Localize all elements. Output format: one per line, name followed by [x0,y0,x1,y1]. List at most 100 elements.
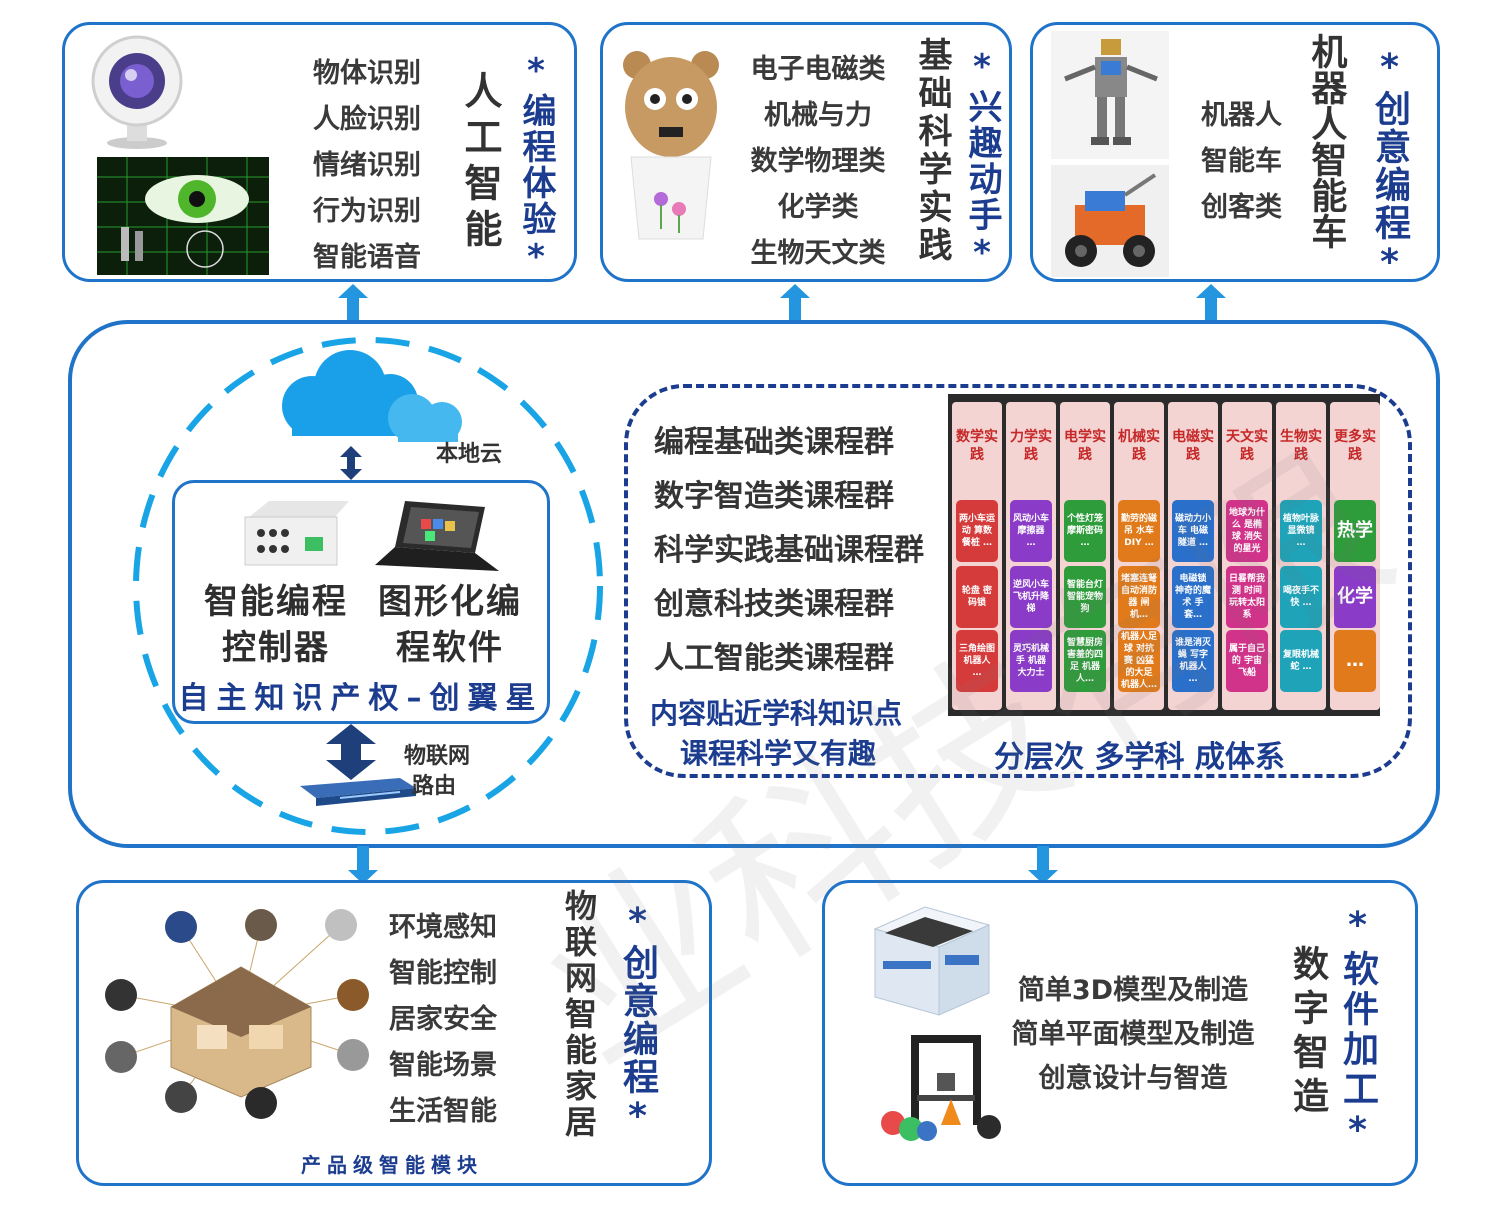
course-group-item: 科学实践基础课程群 [654,533,924,568]
course-cell: 属于自己的 宇宙飞船 [1226,630,1268,692]
down-arrow-fab [1028,846,1058,884]
course-cell: 喝夜手不快 … [1280,566,1322,628]
router-link-arrow [326,724,376,780]
humanoid-robot-image [1051,31,1169,159]
course-column: 力学实践风动小车 摩擦器 …逆风小车 飞机升降梯灵巧机械手 机器大力士 [1006,402,1056,710]
robot-item: 创客类 [1201,192,1282,223]
science-item: 生物天文类 [750,238,886,269]
ai-panel: 物体识别 人脸识别 情绪识别 行为识别 智能语音 人工智能 *编程体验* [62,22,577,282]
course-cell: 风动小车 摩擦器 … [1010,500,1052,562]
iot-item-list: 环境感知 智能控制 居家安全 智能场景 生活智能 [389,905,497,1135]
router-image [300,778,416,806]
course-cell: 热学 [1334,500,1376,562]
course-column: 数学实践两小车运动 算数餐桩 …轮盘 密码锁三角绘图 机器人 … [952,402,1002,710]
cloud-label: 本地云 [436,442,503,467]
3d-printer-image [877,1029,1007,1143]
brand-label: 自主知识产权–创翼星 [178,681,544,716]
cloud-link-arrow [340,446,362,480]
course-cell: … [1334,630,1376,692]
course-group-item: 编程基础类课程群 [654,425,894,460]
course-cell: 谁是消灭蝇 写字机器人 … [1172,630,1214,692]
eye-scan-image [97,157,269,275]
controller-device-image [239,497,351,569]
robot-item-list: 机器人 智能车 创客类 [1201,93,1282,231]
robot-title-part: 机器人智能车 [1305,33,1346,283]
science-item: 数学物理类 [750,146,886,177]
science-item: 机械与力 [764,100,872,131]
course-cell: 两小车运动 算数餐桩 … [956,500,998,562]
course-column: 生物实践植物叶脉 显微镜 …喝夜手不快 …复眼机械蛇 … [1276,402,1326,710]
science-item: 电子电磁类 [750,54,886,85]
software-label-text: 图形化编程软件 [378,582,522,668]
iot-panel: 环境感知 智能控制 居家安全 智能场景 生活智能 物联网智能家居 *创意编程* … [76,880,712,1186]
science-item: 化学类 [777,192,859,223]
down-arrow-iot [348,846,378,884]
science-title: 基础科学实践 [912,37,952,265]
up-arrow-ai [338,284,368,322]
course-group-list: 编程基础类课程群 数字智造类课程群 科学实践基础课程群 创意科技类课程群 人工智… [654,416,924,686]
course-column-title: 数学实践 [956,429,998,463]
robot-item: 机器人 [1201,100,1282,131]
slogan-line-1: 内容贴近学科知识点 [650,697,903,730]
course-cell: 电磁锁 神奇的魔术 手套… [1172,566,1214,628]
fab-item: 简单平面模型及制造 [1011,1019,1255,1050]
up-arrow-robot [1196,284,1226,322]
course-cell: 智能台灯 智能宠物狗 [1064,566,1106,628]
course-column-title: 天文实践 [1226,429,1268,463]
course-column: 天文实践地球为什么 是椭球 消失的星光日晷帮我测 时间 玩转太阳系属于自己的 宇… [1222,402,1272,710]
laser-cutter-image [865,899,993,1023]
iot-tag: *创意编程* [617,901,658,1139]
robot-panel: 机器人 智能车 创客类 机器人智能车 *创意编程* [1030,22,1440,285]
iot-item: 生活智能 [389,1096,497,1127]
iot-item: 环境感知 [389,912,497,943]
robot-tag: *创意编程* [1369,47,1410,285]
course-cell: 植物叶脉 显微镜 … [1280,500,1322,562]
controller-label-text: 智能编程控制器 [204,582,348,668]
course-column: 电磁实践磁动力小车 电磁隧道 …电磁锁 神奇的魔术 手套…谁是消灭蝇 写字机器人… [1168,402,1218,710]
fab-item: 简单3D模型及制造 [1017,975,1249,1006]
slogan-line-3: 分层次 多学科 成体系 [994,740,1285,775]
smart-home-diagram-image [91,897,381,1129]
course-column-title: 机械实践 [1118,429,1160,463]
fab-tag: *软件加工* [1337,905,1378,1155]
iot-item: 智能场景 [389,1050,497,1081]
fab-item: 创意设计与智造 [1038,1063,1228,1094]
course-column-title: 更多实践 [1334,429,1376,463]
course-cell: 灵巧机械手 机器大力士 [1010,630,1052,692]
course-column-title: 电学实践 [1064,429,1106,463]
iot-title: 物联网智能家居 [560,889,598,1141]
ai-item: 行为识别 [313,196,421,227]
software-label: 图形化编程软件 [375,579,525,671]
iot-item: 居家安全 [389,1004,497,1035]
course-group-item: 人工智能类课程群 [654,641,894,676]
course-cell: 日晷帮我测 时间 玩转太阳系 [1226,566,1268,628]
course-column-title: 电磁实践 [1172,429,1214,463]
science-item-list: 电子电磁类 机械与力 数学物理类 化学类 生物天文类 [743,47,893,277]
course-system-panel [624,384,1412,778]
course-group-item: 数字智造类课程群 [654,479,894,514]
fab-item-list: 简单3D模型及制造 简单平面模型及制造 创意设计与智造 [1003,969,1263,1101]
platform-dashed-circle [133,337,603,835]
course-cell: 轮盘 密码锁 [956,566,998,628]
course-column: 机械实践勤劳的磁吊 水车DIY …堵塞连弩 自动消防器 闸机…机器人足球 对抗赛… [1114,402,1164,710]
ai-item: 物体识别 [313,58,421,89]
ai-item: 情绪识别 [313,150,421,181]
course-cell: 地球为什么 是椭球 消失的星光 [1226,500,1268,562]
ai-title: 人工智能 [458,71,502,255]
fab-title: 数字智造 [1287,945,1328,1121]
science-tag: *兴趣动手* [962,47,1002,275]
course-cell: 智慧厨房 害羞的四足 机器人… [1064,630,1106,692]
cloud-icon [282,350,462,442]
webcam-image [87,31,187,151]
ai-tag: *编程体验* [516,51,556,279]
course-column: 电学实践个性灯笼 摩斯密码 …智能台灯 智能宠物狗智慧厨房 害羞的四足 机器人… [1060,402,1110,710]
course-cell: 机器人足球 对抗赛 凶猛的大足 机器人… [1118,630,1160,692]
robot-item: 智能车 [1201,146,1282,177]
router-label-line2: 路由 [412,774,457,799]
science-panel: 电子电磁类 机械与力 数学物理类 化学类 生物天文类 基础科学实践 *兴趣动手* [600,22,1012,282]
course-cell: 复眼机械蛇 … [1280,630,1322,692]
course-cell: 逆风小车 飞机升降梯 [1010,566,1052,628]
course-group-item: 创意科技类课程群 [654,587,894,622]
course-column-title: 生物实践 [1280,429,1322,463]
course-cell: 三角绘图 机器人 … [956,630,998,692]
